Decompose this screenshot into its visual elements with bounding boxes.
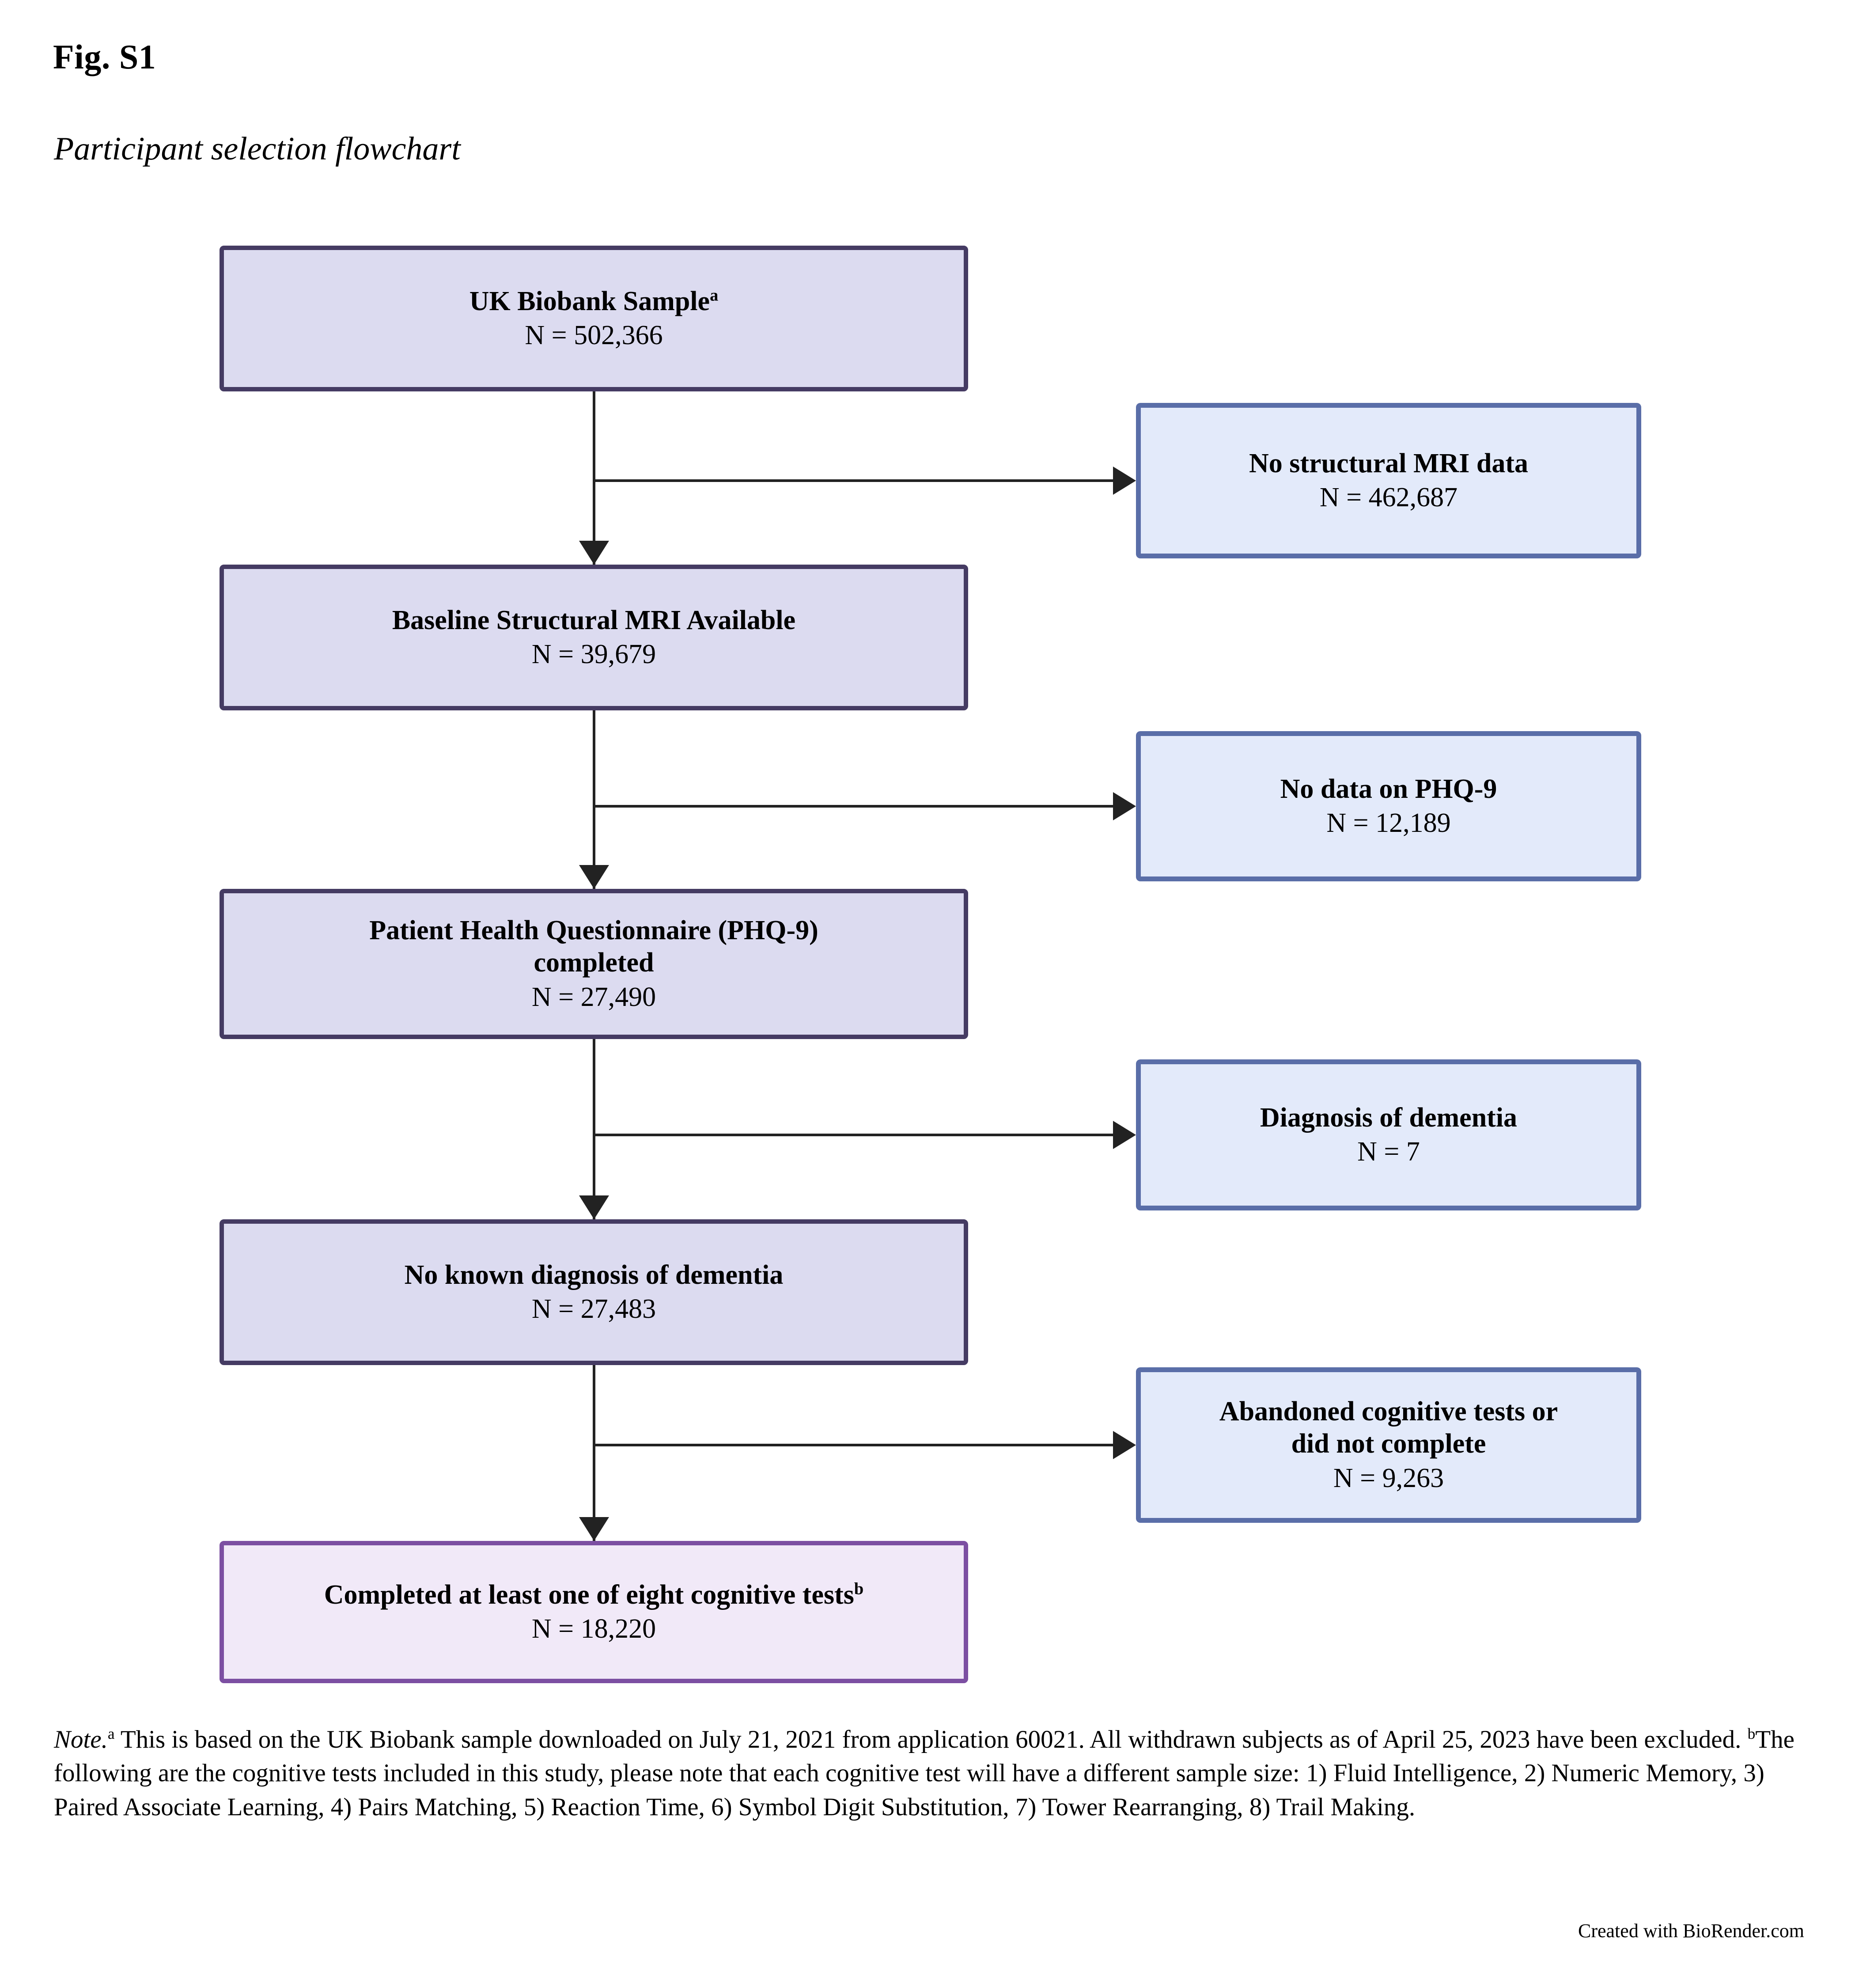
arrowhead-down-icon <box>579 865 609 889</box>
arrowhead-right-icon <box>1113 467 1136 495</box>
arrowhead-right-icon <box>1113 1431 1136 1459</box>
footnote-marker-b: b <box>1747 1725 1756 1742</box>
arrowhead-right-icon <box>1113 792 1136 820</box>
connector-line-phq-to-dx-dementia <box>594 1134 1113 1136</box>
flow-node-count: N = 27,483 <box>531 1294 656 1324</box>
flow-node-title: Completed at least one of eight cognitiv… <box>324 1579 864 1610</box>
flow-node-phq9-completed: Patient Health Questionnaire (PHQ-9) com… <box>220 889 968 1039</box>
flow-node-baseline-structural-mri: Baseline Structural MRI Available N = 39… <box>220 565 968 710</box>
flow-node-count: N = 39,679 <box>531 639 656 669</box>
connector-line-mri-to-no-phq <box>594 805 1113 808</box>
flow-node-count: N = 27,490 <box>531 982 656 1012</box>
exclusion-node-title: Diagnosis of dementia <box>1260 1102 1518 1133</box>
flow-node-title: No known diagnosis of dementia <box>404 1260 784 1290</box>
footnote-marker-a: a <box>710 286 719 305</box>
note-text-b: The following are the cognitive tests in… <box>54 1726 1794 1821</box>
exclusion-node-title: Abandoned cognitive tests or did not com… <box>1219 1396 1558 1459</box>
exclusion-node-count: N = 9,263 <box>1333 1463 1444 1493</box>
flow-node-count: N = 502,366 <box>525 320 663 350</box>
figure-subtitle: Participant selection flowchart <box>54 131 461 167</box>
note-label: Note. <box>54 1726 108 1753</box>
exclusion-node-diagnosis-of-dementia: Diagnosis of dementia N = 7 <box>1136 1059 1641 1210</box>
exclusion-node-title: No structural MRI data <box>1249 448 1528 478</box>
flow-node-title: Patient Health Questionnaire (PHQ-9) com… <box>369 915 818 978</box>
flow-node-completed-cognitive-tests: Completed at least one of eight cognitiv… <box>220 1541 968 1683</box>
exclusion-node-title: No data on PHQ-9 <box>1280 774 1497 804</box>
connector-line-phq-to-nodementia <box>593 1039 595 1219</box>
arrowhead-down-icon <box>579 541 609 565</box>
figure-note: Note.a This is based on the UK Biobank s… <box>54 1723 1803 1824</box>
connector-line-nodementia-to-final <box>593 1365 595 1541</box>
connector-line-ukb-to-mri <box>593 391 595 565</box>
flow-node-no-known-dementia: No known diagnosis of dementia N = 27,48… <box>220 1219 968 1365</box>
exclusion-node-no-structural-mri: No structural MRI data N = 462,687 <box>1136 403 1641 558</box>
exclusion-node-no-phq9-data: No data on PHQ-9 N = 12,189 <box>1136 731 1641 881</box>
flow-node-count: N = 18,220 <box>531 1614 656 1644</box>
arrowhead-down-icon <box>579 1517 609 1541</box>
figure-label: Fig. S1 <box>53 38 156 76</box>
exclusion-node-count: N = 12,189 <box>1326 808 1451 838</box>
exclusion-node-count: N = 462,687 <box>1319 482 1458 512</box>
footnote-marker-a: a <box>107 1725 115 1742</box>
flow-node-uk-biobank-sample: UK Biobank Samplea N = 502,366 <box>220 246 968 391</box>
arrowhead-down-icon <box>579 1195 609 1219</box>
footnote-marker-b: b <box>854 1579 864 1598</box>
note-text-a: This is based on the UK Biobank sample d… <box>114 1726 1748 1753</box>
biorender-credit: Created with BioRender.com <box>1578 1920 1804 1942</box>
connector-line-ukb-to-no-mri <box>594 479 1113 482</box>
exclusion-node-count: N = 7 <box>1357 1137 1420 1167</box>
connector-line-nodementia-to-abandoned <box>594 1444 1113 1446</box>
arrowhead-right-icon <box>1113 1121 1136 1149</box>
exclusion-node-abandoned-cognitive-tests: Abandoned cognitive tests or did not com… <box>1136 1367 1641 1523</box>
flow-node-title: UK Biobank Samplea <box>469 286 719 316</box>
connector-line-mri-to-phq <box>593 710 595 889</box>
flow-node-title: Baseline Structural MRI Available <box>392 605 796 635</box>
